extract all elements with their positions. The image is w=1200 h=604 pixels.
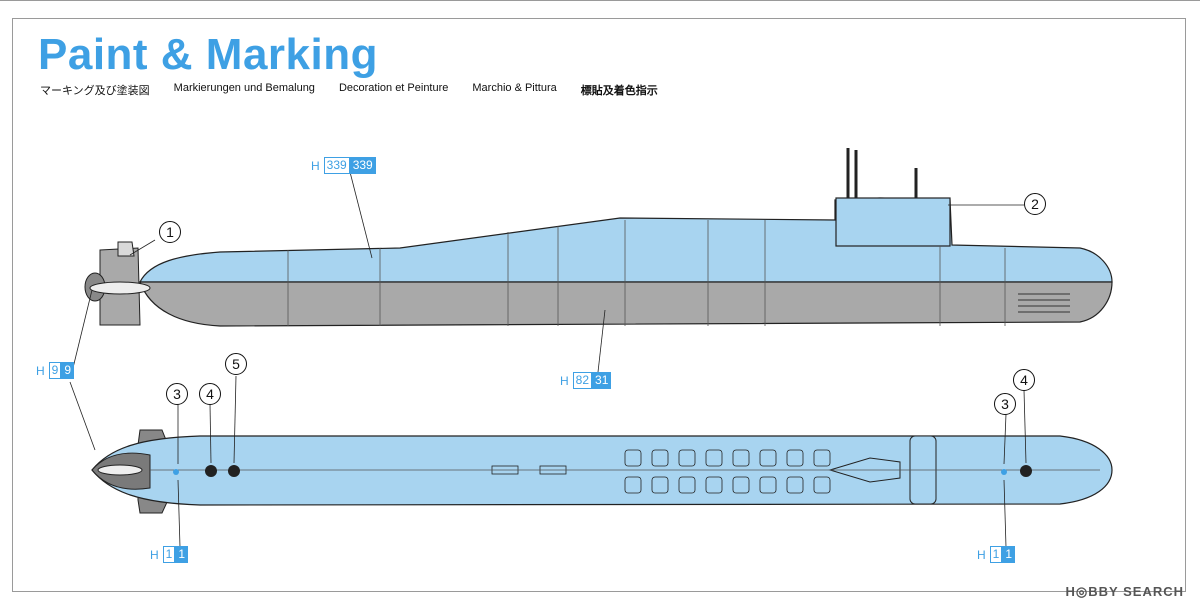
subtitle-japanese: マーキング及び塗装図 bbox=[40, 85, 150, 97]
subtitle-row: マーキング及び塗装図 Markierungen und Bemalung Dec… bbox=[40, 82, 658, 98]
code-prefix: H bbox=[311, 158, 320, 173]
marking-3-left-shape bbox=[173, 469, 179, 475]
subtitle-chinese: 標貼及着色指示 bbox=[580, 85, 658, 97]
side-view bbox=[84, 148, 1113, 327]
code-filled: 9 bbox=[61, 362, 75, 379]
subtitle-german: Markierungen und Bemalung bbox=[173, 82, 315, 94]
marking-4-right-shape bbox=[1020, 465, 1032, 477]
hull-lower-shape bbox=[139, 281, 1113, 327]
section-lines bbox=[287, 220, 1006, 326]
callout-5: 5 bbox=[225, 353, 247, 375]
callout-4-right: 4 bbox=[1013, 369, 1035, 391]
code-outline: 9 bbox=[48, 362, 62, 379]
code-outline: 339 bbox=[323, 157, 350, 174]
marking-4-left-shape bbox=[205, 465, 217, 477]
callout-1: 1 bbox=[159, 221, 181, 243]
propeller-hub-shape bbox=[89, 281, 151, 295]
marking-3-right-shape bbox=[1001, 469, 1007, 475]
code-filled: 31 bbox=[592, 372, 612, 389]
watermark-text: H◎BBY SEARCH bbox=[1065, 584, 1184, 599]
prop-top-shape bbox=[97, 464, 143, 476]
color-code-hull-upper: H 339 339 bbox=[311, 157, 376, 174]
code-filled: 339 bbox=[349, 157, 376, 174]
code-outline: 82 bbox=[572, 372, 593, 389]
code-prefix: H bbox=[560, 373, 569, 388]
callout-3-right: 3 bbox=[994, 393, 1016, 415]
hatch-rows bbox=[491, 449, 831, 494]
grille-shape bbox=[1018, 293, 1070, 313]
callout-2: 2 bbox=[1024, 193, 1046, 215]
leader-lines bbox=[69, 171, 1027, 548]
page-title: Paint & Marking bbox=[38, 30, 378, 79]
page-frame bbox=[12, 18, 1186, 592]
code-outline: 1 bbox=[162, 546, 176, 563]
code-filled: 1 bbox=[1002, 546, 1016, 563]
code-filled: 1 bbox=[175, 546, 189, 563]
callout-4-left: 4 bbox=[199, 383, 221, 405]
marking-5-shape bbox=[228, 465, 240, 477]
color-code-marking-right: H 1 1 bbox=[977, 546, 1016, 563]
rudder-fin-shape bbox=[117, 241, 135, 257]
code-outline: 1 bbox=[989, 546, 1003, 563]
hull-top-shape bbox=[91, 435, 1113, 506]
hull-upper-shape bbox=[139, 197, 1113, 283]
code-prefix: H bbox=[150, 547, 159, 562]
code-prefix: H bbox=[36, 363, 45, 378]
color-code-propeller: H 9 9 bbox=[36, 362, 75, 379]
top-border bbox=[0, 0, 1200, 1]
color-code-marking-left: H 1 1 bbox=[150, 546, 189, 563]
top-view bbox=[91, 429, 1113, 514]
callout-3-left: 3 bbox=[166, 383, 188, 405]
code-prefix: H bbox=[977, 547, 986, 562]
color-code-hull-lower: H 82 31 bbox=[560, 372, 612, 389]
subtitle-french: Decoration et Peinture bbox=[338, 82, 449, 94]
sail-shape bbox=[835, 197, 951, 247]
subtitle-italian: Marchio & Pittura bbox=[472, 82, 557, 94]
